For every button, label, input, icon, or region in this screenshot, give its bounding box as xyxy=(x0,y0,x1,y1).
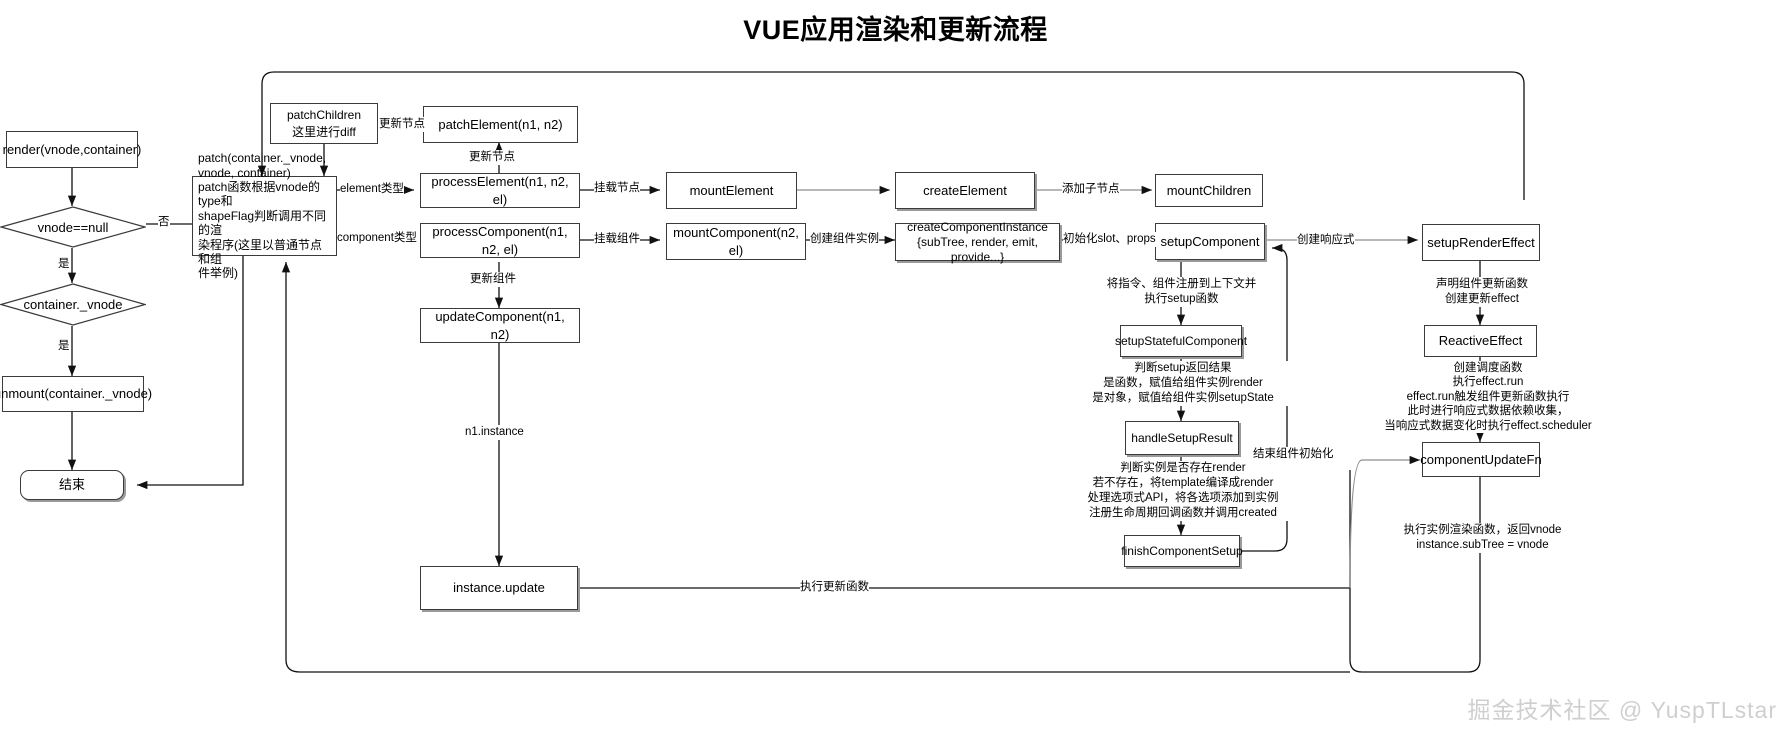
decision-container-vnode[interactable]: container._vnode xyxy=(0,283,146,326)
watermark: 掘金技术社区 @ YuspTLstar xyxy=(1467,697,1777,723)
node-end[interactable]: 结束 xyxy=(20,470,124,500)
edge-label-mount-component: 挂载组件 xyxy=(594,232,640,247)
node-finish-component-setup[interactable]: finishComponentSetup xyxy=(1121,535,1243,567)
edge-label-update-node-2: 更新节点 xyxy=(469,150,515,165)
edge-label-no: 否 xyxy=(158,215,170,230)
edge-label-create-scheduler: 创建调度函数 执行effect.run effect.run触发组件更新函数执行… xyxy=(1362,361,1614,433)
edge-label-element-type: element类型 xyxy=(340,182,404,197)
edge-label-add-child-node: 添加子节点 xyxy=(1062,182,1120,197)
edge-label-finish-component-init: 结束组件初始化 xyxy=(1253,447,1334,462)
edge-label-create-reactive: 创建响应式 xyxy=(1297,233,1355,248)
diamond-shape xyxy=(0,206,146,248)
edge-label-update-node-1: 更新节点 xyxy=(379,117,425,132)
edge-label-yes-1: 是 xyxy=(58,257,70,272)
decision-vnode-null-label: vnode==null xyxy=(37,219,109,235)
node-mount-children[interactable]: mountChildren xyxy=(1155,174,1263,207)
edge-label-judge-setup-result: 判断setup返回结果 是函数，赋值给组件实例render 是对象，赋值给组件实… xyxy=(1078,361,1288,406)
edge-label-judge-instance-render: 判断实例是否存在render 若不存在，将template编译成render 处… xyxy=(1072,461,1294,521)
edge-label-run-render-fn: 执行实例渲染函数，返回vnode instance.subTree = vnod… xyxy=(1380,523,1585,553)
edge-label-update-component: 更新组件 xyxy=(470,272,516,287)
edge-label-mount-node: 挂载节点 xyxy=(594,181,640,196)
node-process-element[interactable]: processElement(n1, n2, el) xyxy=(420,173,580,208)
node-setup-component[interactable]: setupComponent xyxy=(1155,223,1265,260)
decision-container-vnode-label: container._vnode xyxy=(23,297,123,312)
diamond-shape xyxy=(0,283,146,326)
edge-label-declare-update-fn: 声明组件更新函数 创建更新effect xyxy=(1412,277,1552,307)
node-component-update-fn[interactable]: componentUpdateFn xyxy=(1420,442,1542,477)
edge-label-component-type: component类型 xyxy=(337,231,417,246)
node-create-component-instance[interactable]: createComponentInstance {subTree, render… xyxy=(895,220,1060,264)
node-render[interactable]: render(vnode,container) xyxy=(3,131,141,168)
node-mount-element[interactable]: mountElement xyxy=(666,172,797,209)
edge-label-register-and-setup: 将指令、组件注册到上下文并 执行setup函数 xyxy=(1094,277,1269,307)
edge-label-init-slot-props: 初始化slot、props xyxy=(1063,232,1156,247)
edge-label-yes-2: 是 xyxy=(58,339,70,354)
edge-label-create-instance: 创建组件实例 xyxy=(810,232,879,247)
node-instance-update[interactable]: instance.update xyxy=(420,566,578,610)
node-reactive-effect[interactable]: ReactiveEffect xyxy=(1424,325,1537,357)
decision-vnode-null[interactable]: vnode==null xyxy=(0,206,146,248)
node-handle-setup-result[interactable]: handleSetupResult xyxy=(1125,421,1239,455)
node-create-element[interactable]: createElement xyxy=(895,172,1035,209)
node-setup-stateful-component[interactable]: setupStatefulComponent xyxy=(1115,325,1247,357)
node-unmount[interactable]: unmount(container._vnode) xyxy=(0,376,152,412)
node-patch[interactable]: patch(container._vnode, vnode, container… xyxy=(192,151,337,280)
edge-label-run-update-fn: 执行更新函数 xyxy=(800,580,869,595)
edge-label-n1-instance: n1.instance xyxy=(465,425,524,440)
node-patch-element[interactable]: patchElement(n1, n2) xyxy=(423,106,578,143)
page-title: VUE应用渲染和更新流程 xyxy=(743,15,1048,45)
node-mount-component[interactable]: mountComponent(n2, el) xyxy=(666,223,806,260)
node-patch-children[interactable]: patchChildren 这里进行diff xyxy=(270,103,378,144)
node-process-component[interactable]: processComponent(n1, n2, el) xyxy=(420,223,580,258)
node-setup-render-effect[interactable]: setupRenderEffect xyxy=(1422,224,1540,261)
node-update-component[interactable]: updateComponent(n1, n2) xyxy=(420,308,580,343)
